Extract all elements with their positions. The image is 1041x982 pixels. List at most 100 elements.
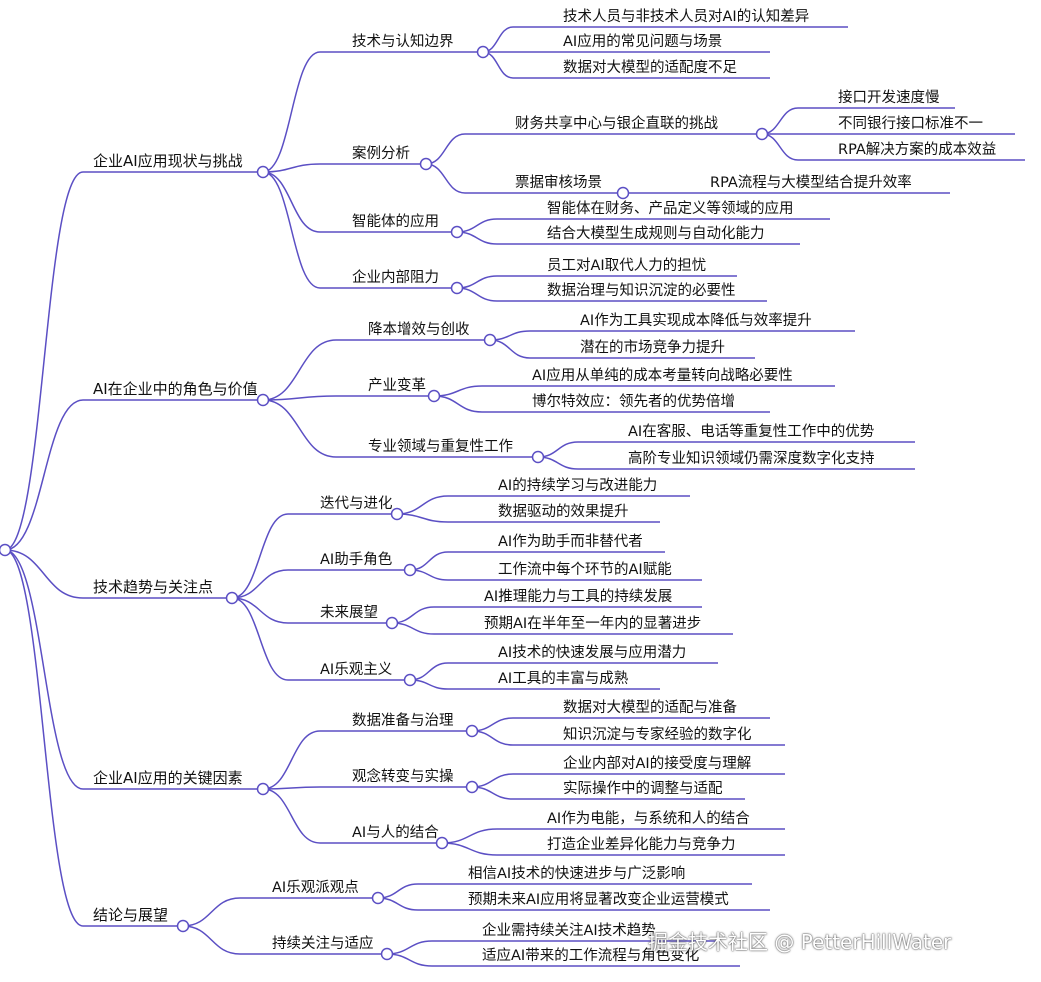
detail-label: AI应用从单纯的成本考量转向战略必要性 xyxy=(532,366,793,384)
subtopic-collapse-toggle[interactable] xyxy=(390,507,404,521)
topic-collapse-toggle[interactable] xyxy=(256,165,270,179)
connector-detail-to-leaf xyxy=(761,133,799,161)
detail-label: 企业内部对AI的接受度与理解 xyxy=(563,754,751,772)
subtopic-label: 智能体的应用 xyxy=(352,212,439,230)
detail-label: 预期未来AI应用将显著改变企业运营模式 xyxy=(468,890,729,908)
subtopic-label: 技术与认知边界 xyxy=(352,33,454,50)
detail-label: AI在客服、电话等重复性工作中的优势 xyxy=(628,422,874,440)
detail-label: 票据审核场景 xyxy=(515,174,602,191)
connector-subtopic-to-detail xyxy=(471,773,514,788)
subtopic-label: 案例分析 xyxy=(352,144,410,162)
connector-topic-to-subtopic xyxy=(231,597,289,681)
subtopic-collapse-toggle[interactable] xyxy=(403,563,417,577)
detail-label: AI技术的快速发展与应用潜力 xyxy=(498,643,686,661)
connector-subtopic-to-detail xyxy=(425,133,466,165)
connector-subtopic-to-detail xyxy=(433,395,483,413)
topic-label: 企业AI应用现状与挑战 xyxy=(93,152,243,170)
root-collapse-toggle[interactable] xyxy=(0,543,12,557)
connector-subtopic-to-detail xyxy=(441,842,498,856)
connector-subtopic-to-detail xyxy=(396,513,449,523)
topic-collapse-toggle[interactable] xyxy=(225,591,239,605)
subtopic-collapse-toggle[interactable] xyxy=(380,947,394,961)
connector-subtopic-to-detail xyxy=(456,275,498,289)
leaf-label: RPA流程与大模型结合提升效率 xyxy=(710,174,912,191)
connector-subtopic-to-detail xyxy=(471,730,514,746)
subtopic-label: 降本增效与创收 xyxy=(368,321,470,338)
connector-subtopic-to-detail xyxy=(377,883,419,899)
subtopic-label: AI乐观派观点 xyxy=(272,879,359,896)
connector-topic-to-subtopic xyxy=(262,51,321,173)
connector-subtopic-to-detail xyxy=(456,231,498,245)
subtopic-label: 产业变革 xyxy=(368,377,426,394)
subtopic-collapse-toggle[interactable] xyxy=(403,673,417,687)
detail-label: 财务共享中心与银企直联的挑战 xyxy=(515,114,718,132)
topic-label: 技术趋势与关注点 xyxy=(93,578,213,596)
connector-subtopic-to-detail xyxy=(433,385,483,397)
connector-topic-to-subtopic xyxy=(262,730,321,790)
topic-collapse-toggle[interactable] xyxy=(256,782,270,796)
connector-topic-to-subtopic xyxy=(262,788,321,844)
detail-collapse-toggle[interactable] xyxy=(616,186,630,200)
detail-label: 知识沉淀与专家经验的数字化 xyxy=(563,726,752,743)
detail-collapse-toggle[interactable] xyxy=(755,127,769,141)
detail-label: 打造企业差异化能力与竞争力 xyxy=(547,835,736,853)
connector-subtopic-to-detail xyxy=(386,940,433,955)
connector-subtopic-to-detail xyxy=(377,897,419,911)
connector-topic-to-subtopic xyxy=(262,395,337,401)
detail-label: AI应用的常见问题与场景 xyxy=(563,32,722,50)
connector-subtopic-to-detail xyxy=(456,287,498,302)
detail-label: 实际操作中的调整与适配 xyxy=(563,780,723,797)
connector-subtopic-to-detail xyxy=(425,163,466,194)
subtopic-collapse-toggle[interactable] xyxy=(476,45,490,59)
detail-label: 技术人员与非技术人员对AI的认知差异 xyxy=(563,8,809,25)
detail-label: 结合大模型生成规则与自动化能力 xyxy=(547,225,765,242)
connector-root-to-topic xyxy=(4,399,84,551)
detail-label: AI作为工具实现成本降低与效率提升 xyxy=(580,312,812,329)
leaf-label: 接口开发速度慢 xyxy=(838,89,940,106)
subtopic-label: 迭代与进化 xyxy=(320,495,393,512)
connector-subtopic-to-detail xyxy=(537,441,579,458)
connector-topic-to-subtopic xyxy=(262,786,321,790)
connector-topic-to-subtopic xyxy=(231,597,289,624)
detail-label: AI作为电能，与系统和人的结合 xyxy=(547,810,750,827)
subtopic-collapse-toggle[interactable] xyxy=(465,780,479,794)
connector-subtopic-to-detail xyxy=(409,551,449,571)
subtopic-collapse-toggle[interactable] xyxy=(483,333,497,347)
connector-subtopic-to-detail xyxy=(391,622,435,635)
connector-topic-to-subtopic xyxy=(262,171,321,233)
leaf-label: 不同银行接口标准不一 xyxy=(838,115,983,132)
subtopic-label: 数据准备与治理 xyxy=(352,712,454,729)
subtopic-collapse-toggle[interactable] xyxy=(427,389,441,403)
subtopic-collapse-toggle[interactable] xyxy=(419,157,433,171)
connector-topic-to-subtopic xyxy=(182,925,241,955)
connector-subtopic-to-detail xyxy=(391,606,435,624)
connector-subtopic-to-detail xyxy=(471,717,514,732)
subtopic-collapse-toggle[interactable] xyxy=(465,724,479,738)
detail-label: 预期AI在半年至一年内的显著进步 xyxy=(484,615,701,632)
detail-label: 博尔特效应：领先者的优势倍增 xyxy=(532,392,735,410)
subtopic-collapse-toggle[interactable] xyxy=(435,836,449,850)
detail-label: 员工对AI取代人力的担忧 xyxy=(547,257,706,274)
detail-label: 相信AI技术的快速进步与广泛影响 xyxy=(468,865,685,882)
connector-topic-to-subtopic xyxy=(262,171,321,289)
subtopic-label: AI乐观主义 xyxy=(320,661,392,678)
detail-label: 数据对大模型的适配度不足 xyxy=(563,59,737,76)
detail-label: 高阶专业知识领域仍需深度数字化支持 xyxy=(628,450,875,467)
connector-root-to-topic xyxy=(4,171,84,551)
subtopic-collapse-toggle[interactable] xyxy=(450,281,464,295)
connector-topic-to-subtopic xyxy=(231,569,289,599)
subtopic-collapse-toggle[interactable] xyxy=(385,616,399,630)
detail-label: AI工具的丰富与成熟 xyxy=(498,669,629,687)
connector-subtopic-to-detail xyxy=(456,218,498,233)
subtopic-collapse-toggle[interactable] xyxy=(450,225,464,239)
detail-label: AI推理能力与工具的持续发展 xyxy=(484,588,672,605)
subtopic-collapse-toggle[interactable] xyxy=(531,450,545,464)
detail-label: AI作为助手而非替代者 xyxy=(498,533,643,550)
detail-label: 数据对大模型的适配与准备 xyxy=(563,699,737,716)
topic-collapse-toggle[interactable] xyxy=(176,919,190,933)
topic-collapse-toggle[interactable] xyxy=(256,393,270,407)
subtopic-collapse-toggle[interactable] xyxy=(371,891,385,905)
connector-topic-to-subtopic xyxy=(262,399,337,458)
topic-label: AI在企业中的角色与价值 xyxy=(93,380,258,398)
